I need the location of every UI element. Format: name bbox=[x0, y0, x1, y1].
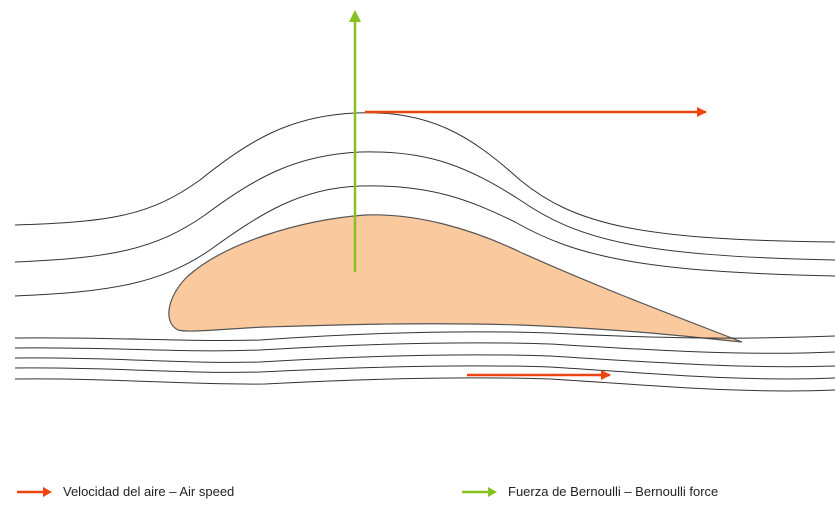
streamline bbox=[14, 331, 835, 341]
legend-air-speed-label: Velocidad del aire – Air speed bbox=[63, 484, 235, 499]
lower-streamlines bbox=[14, 331, 835, 392]
streamline bbox=[14, 342, 835, 354]
airfoil bbox=[168, 214, 743, 343]
legend-bernoulli-force: Fuerza de Bernoulli – Bernoulli force bbox=[460, 484, 718, 499]
streamline bbox=[14, 151, 835, 263]
legend-bernoulli-force-label: Fuerza de Bernoulli – Bernoulli force bbox=[508, 484, 719, 499]
green-arrow-icon bbox=[462, 486, 497, 497]
streamline bbox=[14, 377, 835, 392]
legend-air-speed: Velocidad del aire – Air speed bbox=[15, 484, 234, 499]
streamline bbox=[14, 365, 835, 380]
streamline bbox=[14, 185, 835, 297]
red-arrow-icon bbox=[17, 486, 52, 497]
streamline bbox=[14, 354, 835, 368]
